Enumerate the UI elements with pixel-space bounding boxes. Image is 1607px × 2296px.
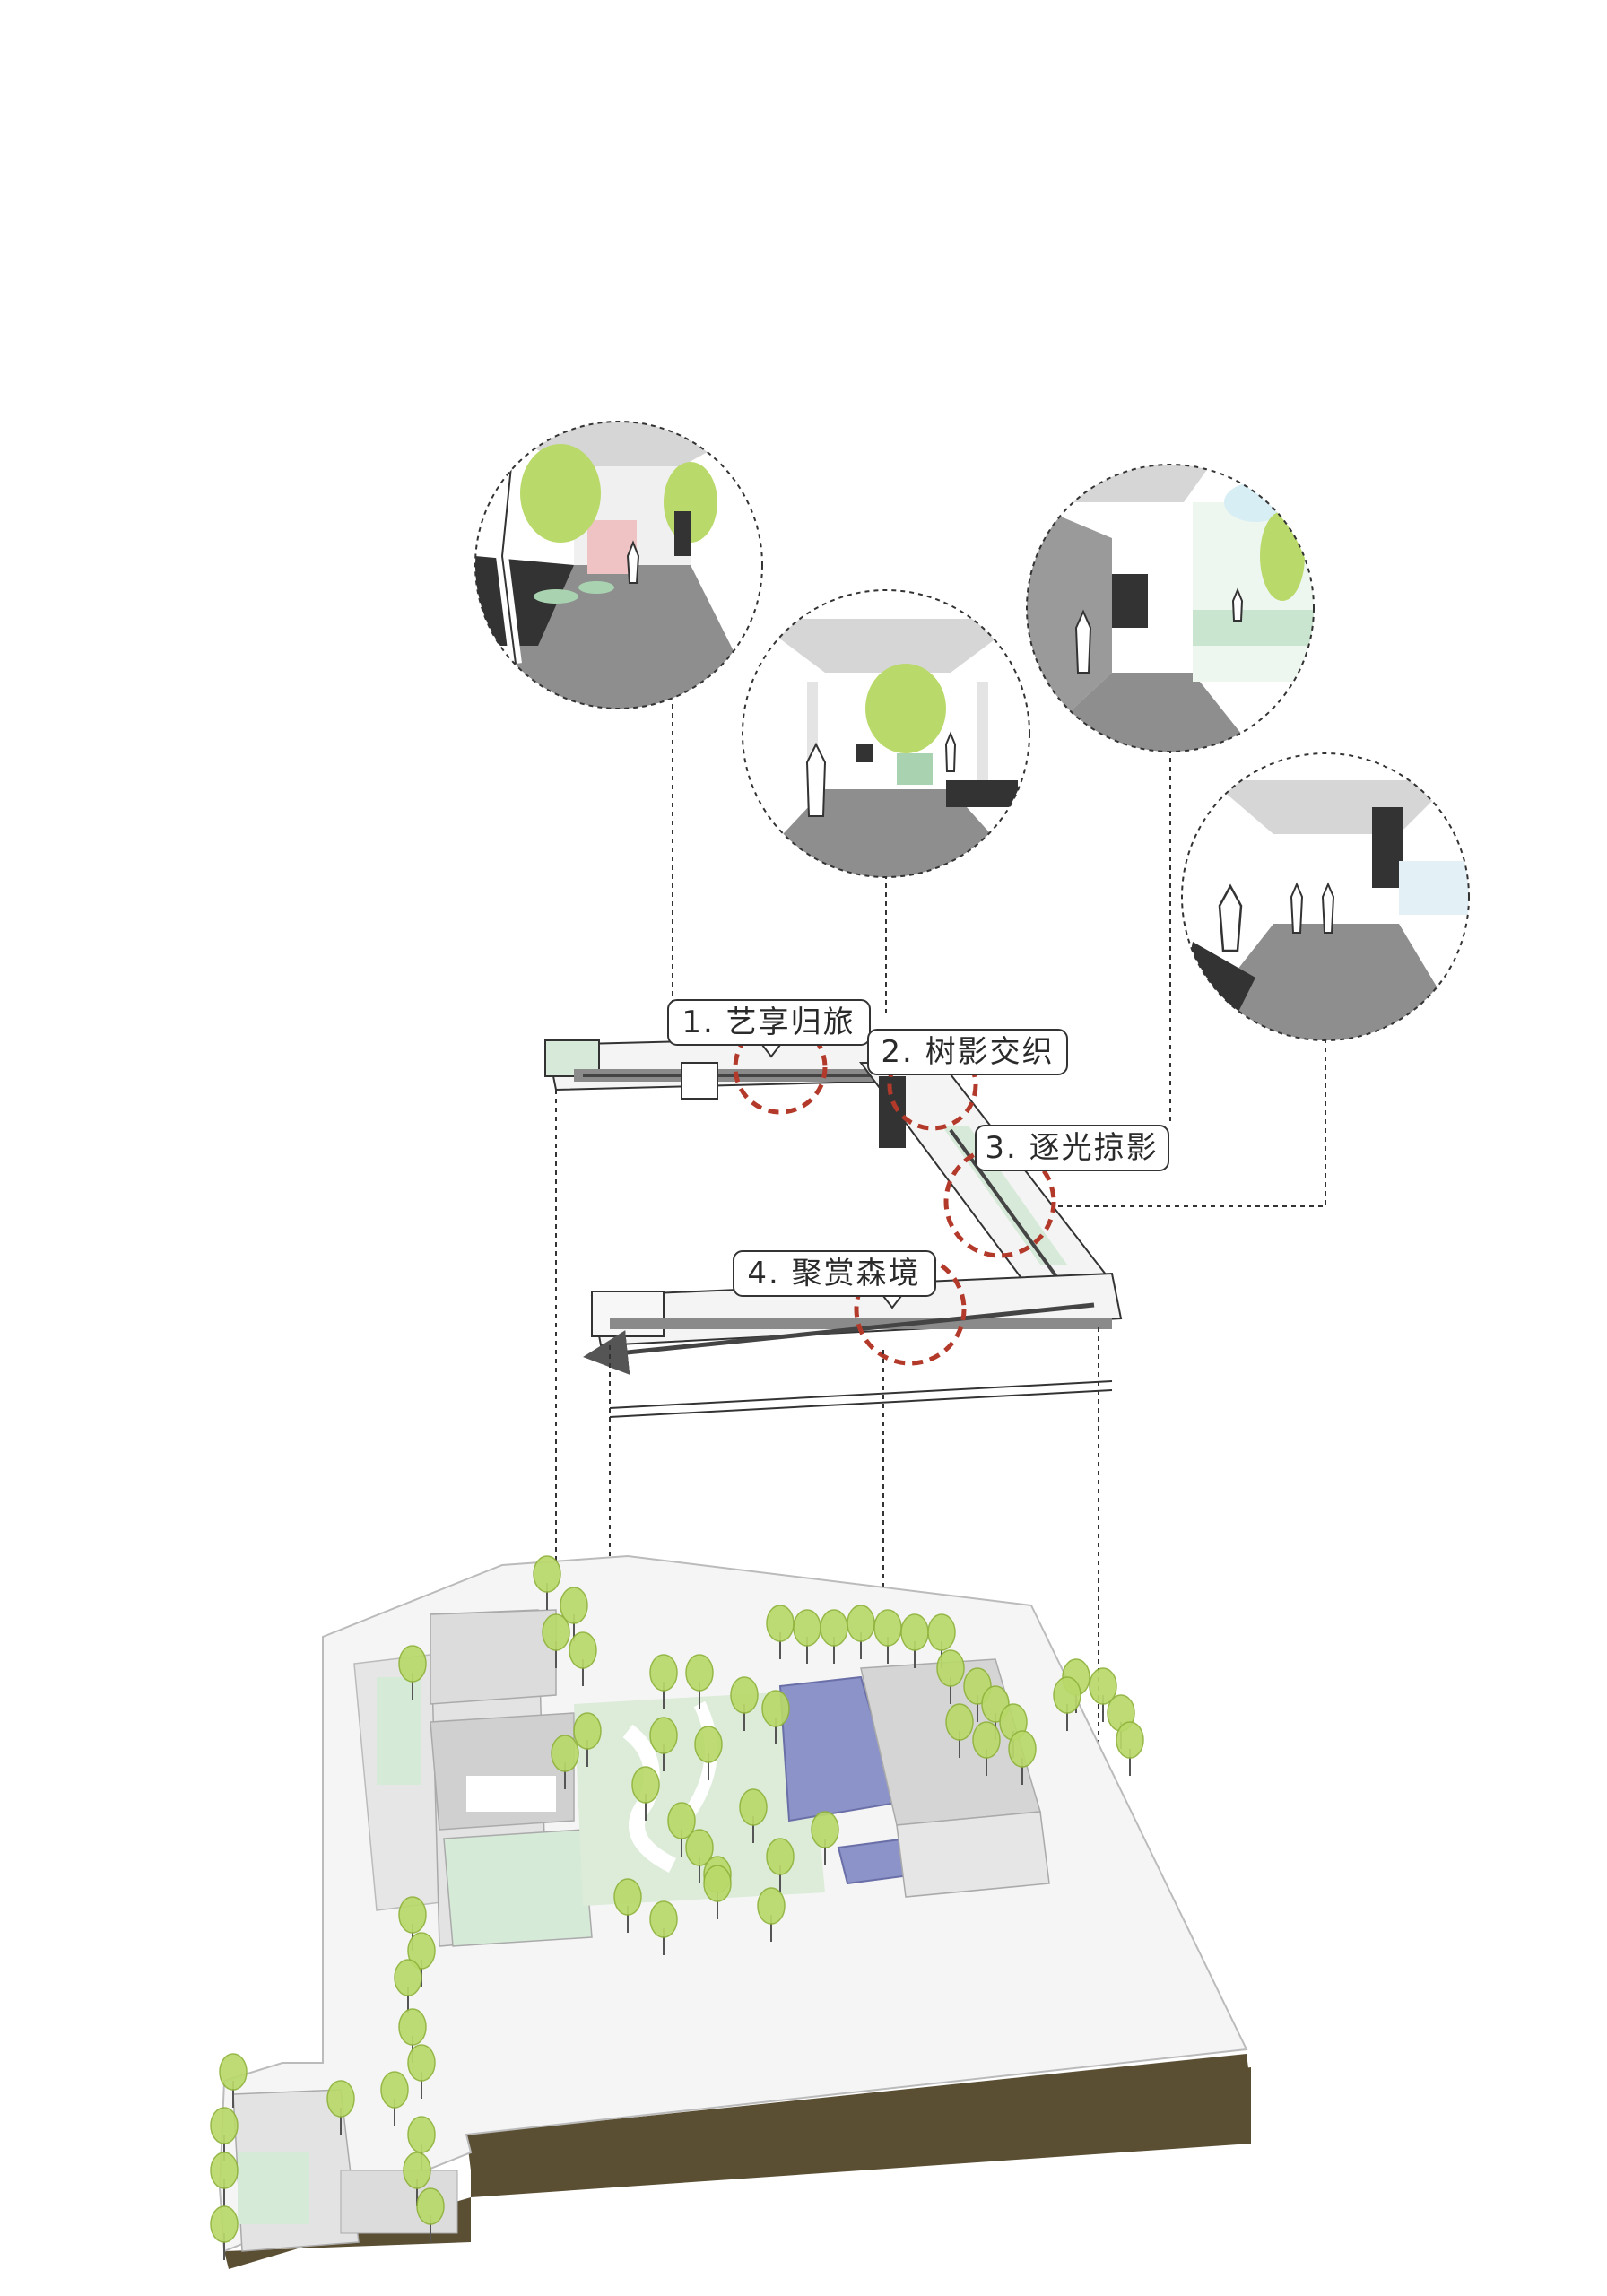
tree-icon — [649, 1900, 678, 1955]
tree-icon — [766, 1838, 795, 1892]
corridor-exploded — [544, 1034, 1123, 1418]
tree-icon — [757, 1887, 786, 1942]
zone-label-2-text: 2. 树影交织 — [881, 1034, 1054, 1070]
tree-icon — [1116, 1721, 1144, 1776]
tree-icon — [703, 1865, 732, 1919]
tree-icon — [793, 1609, 821, 1664]
vignette-1 — [474, 421, 763, 709]
zone-label-3-text: 3. 逐光掠影 — [985, 1130, 1158, 1166]
zone-label-4: 4. 聚赏森境 — [733, 1250, 936, 1309]
zone-label-3: 3. 逐光掠影 — [975, 1125, 1169, 1171]
tree-icon — [210, 2152, 239, 2206]
tree-icon — [398, 1645, 427, 1700]
trees — [210, 1555, 1144, 2260]
tree-icon — [326, 2080, 355, 2135]
tree-icon — [936, 1649, 965, 1704]
tree-icon — [551, 1735, 579, 1789]
zone-label-2: 2. 树影交织 — [867, 1029, 1068, 1075]
tree-icon — [811, 1811, 839, 1866]
tree-icon — [542, 1613, 570, 1668]
tree-icon — [1008, 1730, 1037, 1785]
tree-icon — [210, 2205, 239, 2260]
tree-icon — [730, 1676, 759, 1731]
tree-icon — [416, 2187, 445, 2242]
tree-icon — [667, 1802, 696, 1857]
vignette-3 — [1026, 464, 1315, 752]
tree-icon — [649, 1654, 678, 1709]
zone-label-1: 1. 艺享归旅 — [667, 999, 871, 1058]
tree-icon — [694, 1726, 723, 1780]
tree-icon — [685, 1829, 714, 1883]
leader-lines — [672, 704, 1326, 1207]
tree-icon — [573, 1712, 602, 1767]
site-model — [218, 1554, 1251, 2269]
zone-label-1-text: 1. 艺享归旅 — [682, 1004, 855, 1040]
tree-icon — [219, 2053, 248, 2108]
tree-icon — [685, 1654, 714, 1709]
tree-icon — [569, 1631, 597, 1686]
tree-icon — [972, 1721, 1001, 1776]
vignette-2 — [742, 589, 1030, 878]
tree-icon — [407, 2044, 436, 2099]
zone-labels: 1. 艺享归旅 2. 树影交织 3. 逐光掠影 4. 聚赏森境 — [667, 999, 1169, 1309]
tree-icon — [649, 1717, 678, 1771]
zone-label-4-text: 4. 聚赏森境 — [747, 1256, 920, 1292]
tree-icon — [631, 1766, 660, 1821]
tree-icon — [380, 2071, 409, 2126]
tree-icon — [739, 1788, 768, 1843]
tree-icon — [1089, 1667, 1117, 1722]
tree-icon — [761, 1690, 790, 1744]
tree-icon — [613, 1878, 642, 1933]
tree-icon — [533, 1555, 561, 1610]
vignette-4 — [1181, 752, 1470, 1041]
tree-icon — [394, 1959, 422, 2013]
tree-icon — [210, 2107, 239, 2161]
tree-icon — [1053, 1676, 1081, 1731]
tree-icon — [945, 1703, 974, 1758]
